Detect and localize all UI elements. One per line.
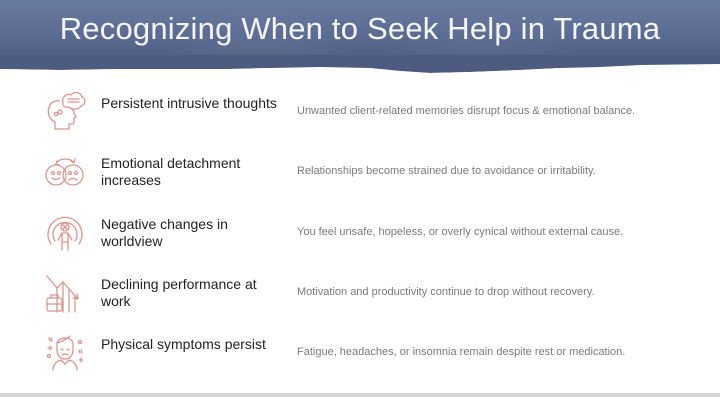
sign-label: Emotional detachment increases xyxy=(101,155,241,188)
sign-label: Declining performance at work xyxy=(101,276,257,309)
list-item: Emotional detachment increases Relations… xyxy=(0,145,720,205)
sign-label: Persistent intrusive thoughts xyxy=(101,95,277,111)
list-item: Physical symptoms persist Fatigue, heada… xyxy=(0,326,720,386)
page-title: Recognizing When to Seek Help in Trauma xyxy=(59,11,661,46)
list-item: Declining performance at work Motivation… xyxy=(0,266,720,326)
sign-description: You feel unsafe, hopeless, or overly cyn… xyxy=(297,226,624,238)
brush-edge xyxy=(0,55,720,75)
sign-description: Motivation and productivity continue to … xyxy=(297,286,595,298)
sign-label: Negative changes in worldview xyxy=(101,216,228,249)
sign-label: Physical symptoms persist xyxy=(101,336,266,352)
sick-person-icon xyxy=(43,330,87,374)
sign-description: Unwanted client-related memories disrupt… xyxy=(297,105,636,117)
sign-description: Fatigue, headaches, or insomnia remain d… xyxy=(297,346,626,358)
list-item: Negative changes in worldview You feel u… xyxy=(0,206,720,266)
declining-chart-briefcase-icon xyxy=(43,270,87,314)
person-signal-icon xyxy=(43,210,87,254)
thinking-head-icon xyxy=(43,89,87,133)
sign-description: Relationships become strained due to avo… xyxy=(297,165,596,177)
list-item: Persistent intrusive thoughts Unwanted c… xyxy=(0,85,720,145)
bottom-divider xyxy=(0,393,720,397)
happy-sad-faces-icon xyxy=(43,149,87,193)
